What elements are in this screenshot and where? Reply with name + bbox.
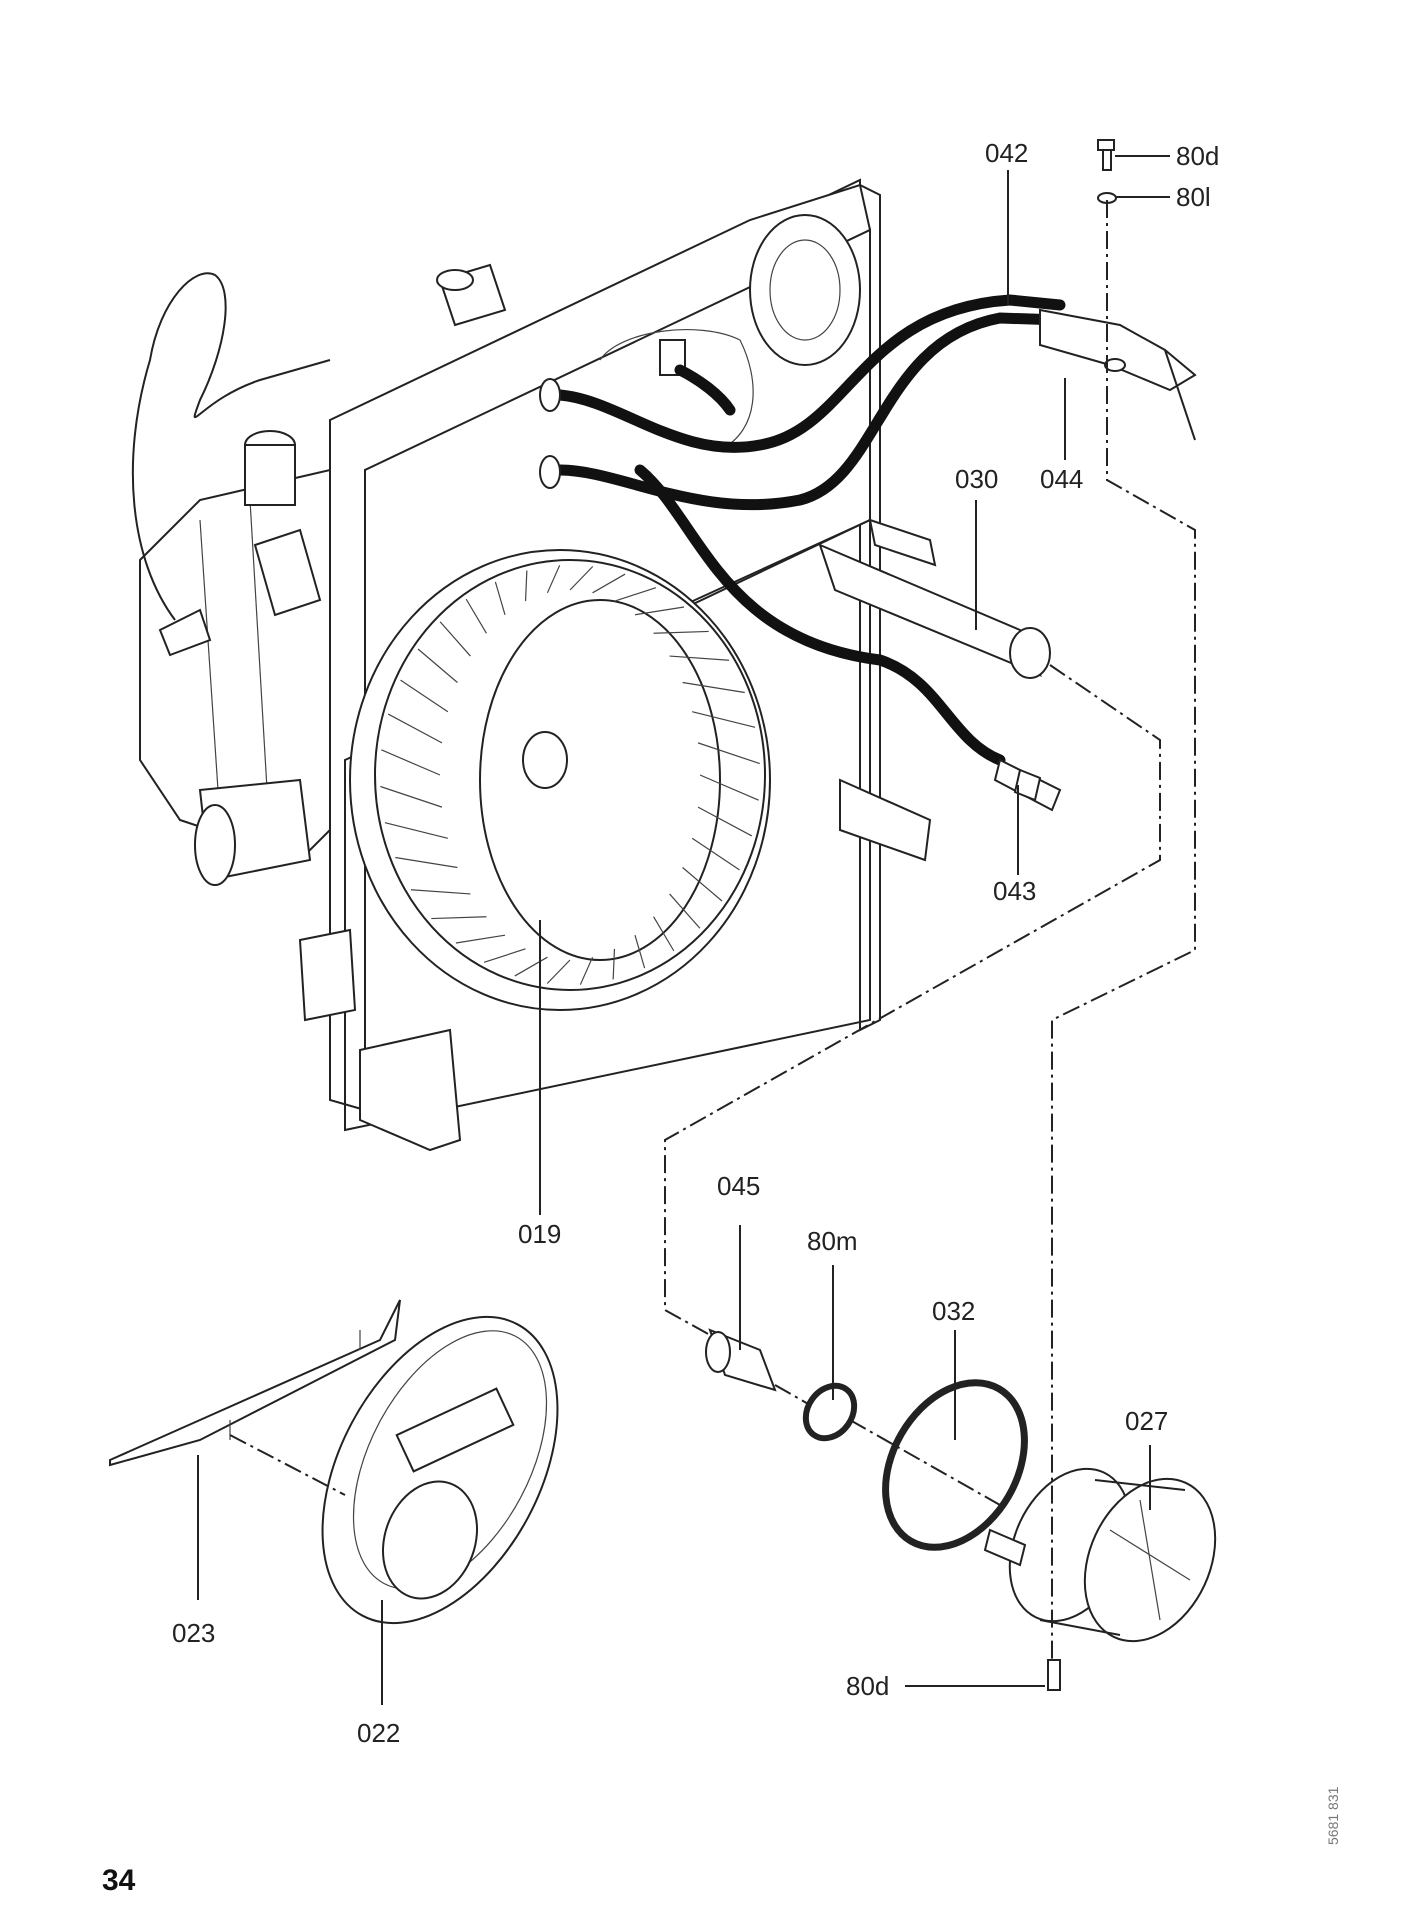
fan-blade <box>697 806 753 837</box>
fan-blade <box>579 956 594 985</box>
fan-blade <box>483 948 526 963</box>
part-label-80l: 80l <box>1176 182 1211 212</box>
fan-blade <box>682 867 723 902</box>
electrode-holder-icon <box>1039 308 1197 441</box>
drawing-code: 5681 831 <box>1325 1786 1341 1845</box>
fan-blade <box>380 785 443 808</box>
fan-blade <box>669 655 730 661</box>
fan-blade <box>395 856 458 869</box>
fan-blade <box>546 959 571 984</box>
fan-blade <box>400 679 449 713</box>
fan-blade <box>669 893 701 929</box>
leader-lines <box>197 155 1170 1705</box>
part-label-043: 043 <box>993 876 1036 906</box>
fan-blade <box>692 711 756 728</box>
fan-blade <box>465 598 487 634</box>
fan-blade <box>569 566 594 591</box>
photocell-icon <box>993 758 1062 812</box>
fan-blade <box>634 606 685 616</box>
part-label-019: 019 <box>518 1219 561 1249</box>
fan-blade <box>697 742 760 765</box>
fan-blade <box>431 916 487 920</box>
fan-blade <box>546 565 561 594</box>
part-label-030: 030 <box>955 464 998 494</box>
part-label-032: 032 <box>932 1296 975 1326</box>
page-number: 34 <box>102 1864 136 1897</box>
fan-blades <box>380 565 760 985</box>
fan-blade <box>384 822 448 839</box>
assembly-lines <box>229 200 1196 1660</box>
fan-blade <box>410 889 471 895</box>
fan-blade <box>614 587 657 602</box>
fan-blade <box>653 630 709 634</box>
fan-blade <box>439 621 471 657</box>
part-label-80d-top: 80d <box>1176 141 1219 171</box>
part-label-044: 044 <box>1040 464 1083 494</box>
fan-blade <box>691 837 740 871</box>
air-damper-bracket-icon <box>109 1299 401 1467</box>
fan-blade <box>592 573 626 594</box>
nozzle-icon <box>705 1328 777 1392</box>
screw-washer-top-icon <box>1097 139 1117 204</box>
ignition-cables-icon <box>539 294 1066 766</box>
part-label-80d-bottom: 80d <box>846 1671 889 1701</box>
part-label-80m: 80m <box>807 1226 858 1256</box>
air-damper-cover-icon <box>321 1315 559 1625</box>
fan-blade <box>455 934 506 944</box>
fan-blade <box>387 713 443 744</box>
fan-wheel-icon <box>349 549 771 1011</box>
part-label-022: 022 <box>357 1718 400 1748</box>
part-label-045: 045 <box>717 1171 760 1201</box>
fan-blade <box>494 581 506 615</box>
fan-blade <box>524 570 528 602</box>
fan-blade <box>699 774 759 801</box>
part-label-042: 042 <box>985 138 1028 168</box>
fan-blade <box>514 956 548 977</box>
fan-blade <box>682 681 745 694</box>
part-label-027: 027 <box>1125 1406 1168 1436</box>
nozzle-line-icon <box>818 518 1051 679</box>
fan-blade <box>653 916 675 952</box>
fan-blade <box>417 648 458 683</box>
combustion-head-icon <box>983 1467 1217 1691</box>
o-ring-large-icon <box>882 1379 1028 1551</box>
part-label-023: 023 <box>172 1618 215 1648</box>
o-ring-small-icon <box>802 1382 858 1442</box>
fan-blade <box>381 749 441 776</box>
fan-blade <box>612 948 616 980</box>
fan-blade <box>634 935 646 969</box>
